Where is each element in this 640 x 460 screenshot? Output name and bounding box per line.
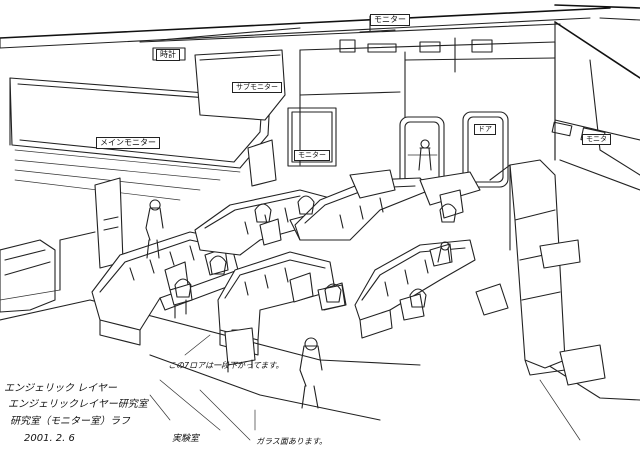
label-main-monitor: メインモニター	[96, 137, 160, 149]
callout-glass: ガラス面あります。	[256, 437, 328, 446]
right-cabinet	[475, 159, 606, 386]
console-desk-1	[91, 231, 241, 346]
label-door: ドア	[474, 124, 496, 135]
console-desk-4	[294, 169, 481, 241]
caption-date: 2001. 2. 6	[24, 433, 75, 444]
label-left-sign: 時計	[156, 49, 180, 61]
caption-line-2: エンジェリックレイヤー研究室	[8, 399, 148, 410]
left-rack	[0, 231, 96, 313]
main-monitor-panel	[9, 49, 286, 201]
callout-lab: 実験室	[172, 434, 200, 444]
callout-floor-note: この7ロアは一段下がってます。	[168, 361, 284, 370]
label-sub-monitor: サブモニター	[232, 82, 282, 93]
caption-line-3: 研究室（モニター室）ラフ	[10, 416, 130, 427]
figures	[145, 199, 451, 409]
right-wall	[551, 21, 640, 191]
ceiling	[0, 4, 640, 49]
back-wall	[287, 37, 556, 193]
label-side-monitor: モニタ	[582, 134, 611, 145]
left-cabinet	[94, 139, 277, 269]
chairs	[174, 195, 457, 308]
console-desk-5	[354, 239, 476, 339]
label-top-right: モニター	[370, 14, 410, 26]
label-right-monitor: モニター	[294, 150, 330, 161]
caption-line-1: エンジェリック レイヤー	[4, 383, 117, 394]
trolley	[224, 284, 346, 373]
